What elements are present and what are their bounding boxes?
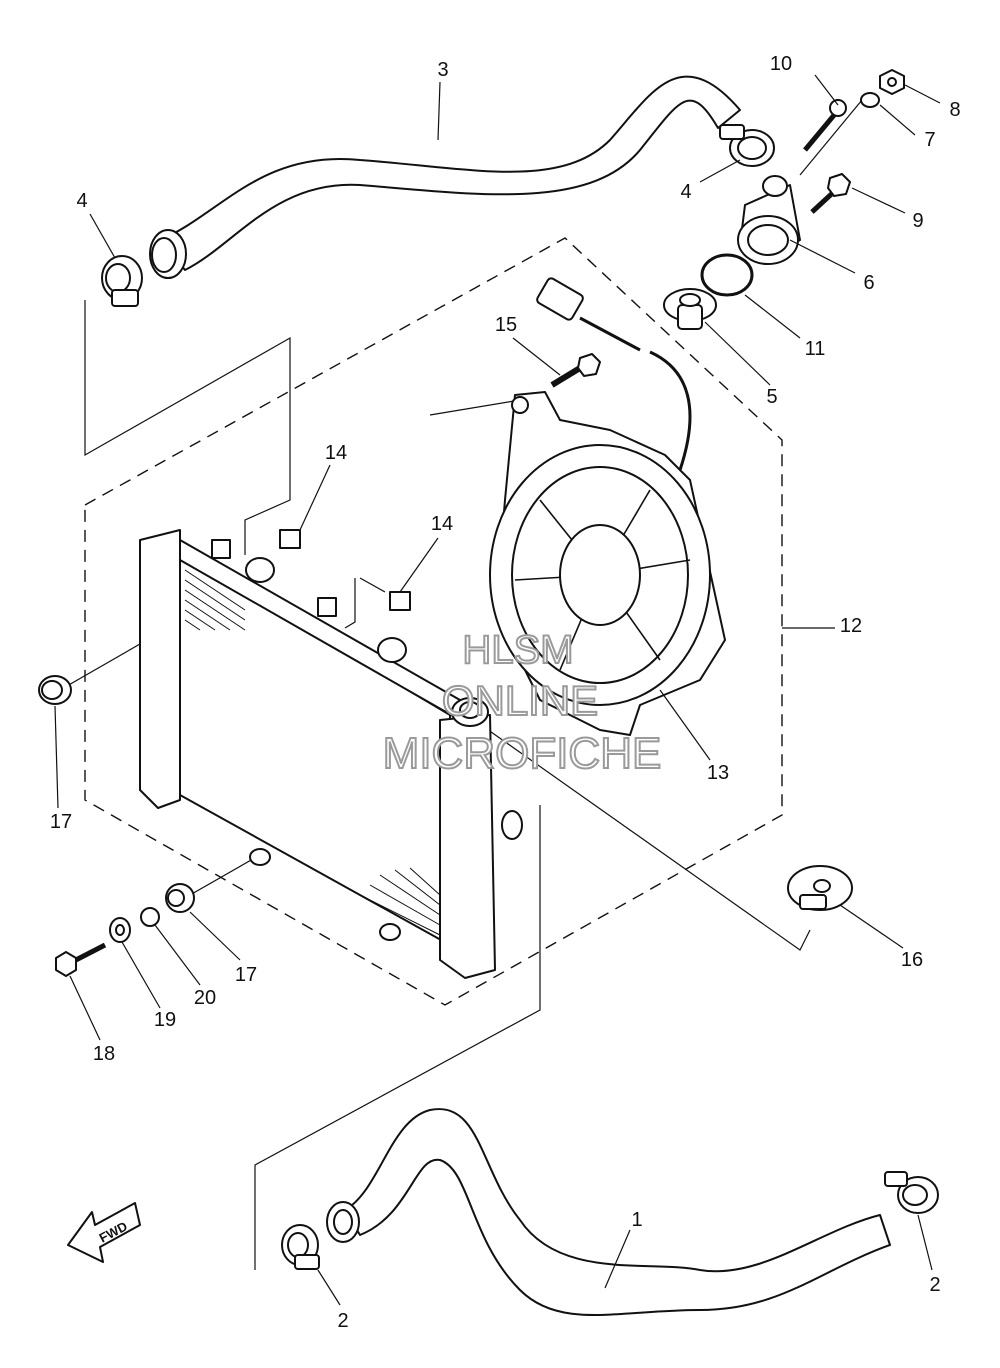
- washer-19: [109, 917, 131, 943]
- hose-upper: [149, 75, 741, 279]
- callout-16: 16: [900, 949, 924, 971]
- grommet-17-a: [38, 675, 72, 705]
- leader-lines: [54, 74, 941, 1306]
- ref-line-hose1: [254, 805, 541, 1270]
- bolt-15: [550, 353, 601, 388]
- callout-3: 3: [437, 59, 449, 81]
- callout-14-a: 14: [324, 442, 348, 464]
- thermostat-housing: [737, 175, 801, 265]
- callout-12: 12: [839, 615, 863, 637]
- hose-clamp-4-right: [719, 124, 775, 167]
- callout-1: 1: [631, 1209, 643, 1231]
- radiator-fins-top: [184, 569, 246, 631]
- watermark-line-1: HLSM: [461, 628, 574, 672]
- callout-6: 6: [863, 272, 875, 294]
- ref-line-hose3: [84, 300, 291, 555]
- thermostat-5: [663, 288, 717, 330]
- callout-19: 19: [153, 1009, 177, 1031]
- ref-line-17b: [189, 854, 261, 896]
- bolt-10: [803, 99, 847, 152]
- callout-17-a: 17: [49, 811, 73, 833]
- bolt-9: [810, 173, 851, 214]
- callout-2-left: 2: [337, 1310, 349, 1332]
- callout-7: 7: [924, 129, 936, 151]
- callout-10: 10: [769, 53, 793, 75]
- callout-14-b: 14: [430, 513, 454, 535]
- nut-14-a: [279, 529, 301, 549]
- callout-20: 20: [193, 987, 217, 1009]
- ref-line-15: [429, 399, 521, 416]
- callout-15: 15: [494, 314, 518, 336]
- watermark-line-2: ONLINE: [441, 677, 599, 724]
- nut-14-b: [389, 591, 411, 611]
- bolt-18: [55, 942, 107, 977]
- ref-line-14: [344, 578, 356, 629]
- hose-clamp-2-left: [281, 1224, 320, 1270]
- ref-line-7: [799, 99, 863, 176]
- callout-4-right: 4: [680, 181, 692, 203]
- hose-clamp-2-right: [884, 1171, 939, 1214]
- watermark-line-3: MICROFICHE: [382, 729, 663, 778]
- collar-20: [140, 907, 160, 927]
- hose-lower: [326, 1108, 891, 1316]
- hose-clamp-4-left: [101, 255, 143, 307]
- washer-7: [860, 92, 880, 108]
- fwd-arrow-icon: FWD: [67, 1202, 141, 1263]
- radiator: [139, 529, 523, 979]
- callout-2-right: 2: [929, 1274, 941, 1296]
- fan-connector: [536, 277, 692, 471]
- radiator-cap: [787, 865, 853, 911]
- fan-assembly-outline: [84, 237, 783, 1006]
- grommet-17-b: [165, 883, 195, 913]
- callout-13: 13: [706, 762, 730, 784]
- ref-line-cap: [459, 709, 811, 951]
- ref-line-14b: [359, 577, 386, 593]
- callout-5: 5: [766, 386, 778, 408]
- callout-17-b: 17: [234, 964, 258, 986]
- callout-11: 11: [804, 338, 826, 360]
- cooling-fan: [489, 391, 726, 736]
- callout-18: 18: [92, 1043, 116, 1065]
- callout-9: 9: [912, 210, 924, 232]
- callout-8: 8: [949, 99, 961, 121]
- radiator-fins-bottom: [359, 867, 441, 936]
- nut-8: [879, 69, 905, 95]
- callout-4-left: 4: [76, 190, 88, 212]
- o-ring-11: [700, 253, 754, 297]
